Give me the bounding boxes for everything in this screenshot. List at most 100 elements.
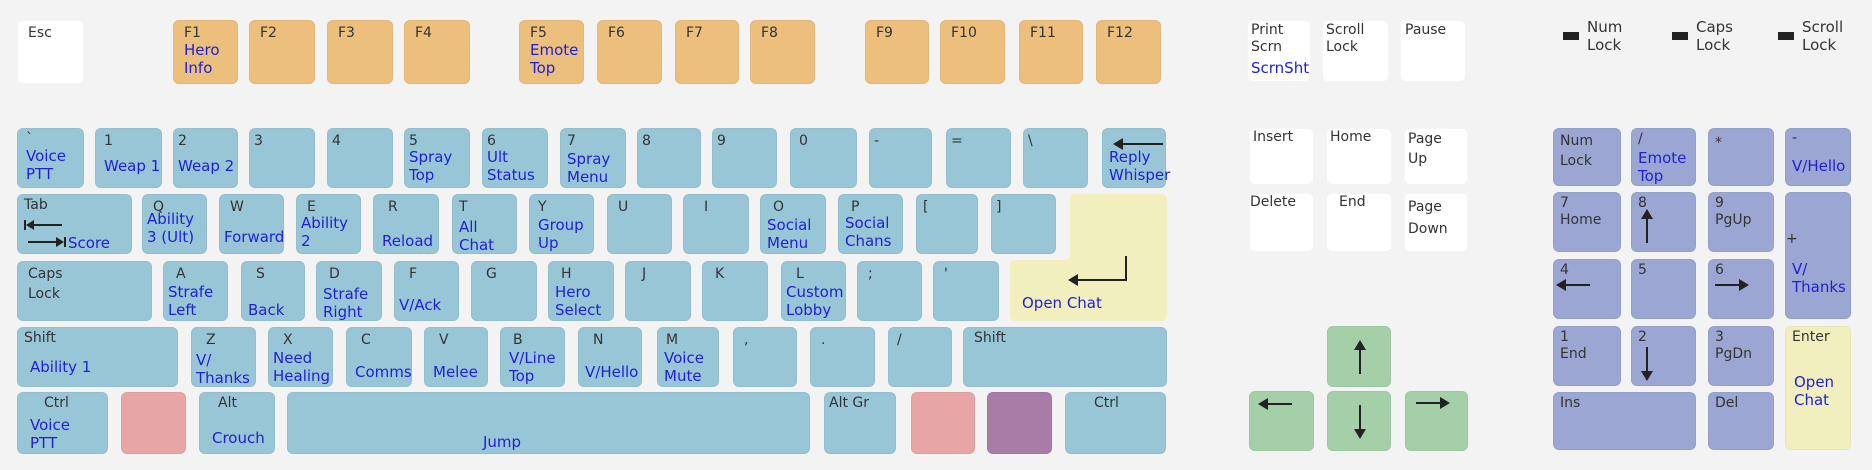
key-f12: F12 [1096,20,1161,84]
key-space: Jump [287,392,810,454]
key-arrow-up [1327,326,1391,387]
key-5: 5 Spray Top [404,128,470,188]
key-label: = [951,133,963,149]
key-h: H Hero Select [548,261,614,321]
key-insert: Insert [1249,128,1314,185]
key-slash: / [888,327,952,387]
key-y: Y Group Up [529,194,594,254]
key-label: 3 PgDn [1715,329,1752,362]
key-label: Num Lock [1560,133,1593,169]
key-label: Ctrl [44,395,69,411]
key-left-bracket: [ [916,194,978,254]
key-f7: F7 [675,20,739,84]
key-action: Emote Top [530,41,579,77]
key-label: 3 [254,133,263,149]
key-action: Emote Top [1638,149,1687,185]
key-action: Reply Whisper [1109,148,1171,184]
key-x: X Need Healing [268,327,333,387]
key-action: Ability 3 (Ult) [147,210,195,246]
key-label: - [1792,130,1798,146]
key-g: G [471,261,537,321]
key-f4: F4 [404,20,470,84]
key-numpad-6: 6 [1708,259,1774,319]
key-z: Z V/ Thanks [191,327,256,387]
key-1: 1 Weap 1 [95,128,162,188]
key-pause: Pause [1400,20,1466,82]
key-f11: F11 [1019,20,1083,84]
key-label: G [486,266,497,282]
key-label: Q [153,199,165,215]
key-label: Shift [24,330,56,346]
key-label: F8 [761,25,778,41]
key-label: F5 [530,25,547,41]
key-backspace: Reply Whisper [1102,128,1170,188]
key-action: Ability 1 [30,358,92,376]
key-numpad-7: 7 Home [1553,192,1621,252]
key-label: Alt Gr [829,395,870,411]
key-label: ' [944,266,948,282]
key-label: W [230,199,244,215]
key-label: D [329,266,340,282]
key-numpad-minus: - V/Hello [1785,128,1851,186]
key-semicolon: ; [857,261,922,321]
key-comma: , [733,327,797,387]
key-action: Weap 2 [178,157,235,175]
key-label: [ [923,199,929,215]
key-action: Spray Menu [567,150,611,186]
key-numpad-5: 5 [1631,259,1696,319]
key-caps-lock: Caps Lock [17,261,152,321]
key-label: Pause [1405,22,1447,38]
key-label: P [851,199,860,215]
arrow-left-icon [1556,279,1590,291]
key-action: ScrnSht [1251,59,1310,77]
key-quote: ' [933,261,999,321]
key-label: 5 [409,133,418,149]
key-action: Strafe Left [168,283,214,319]
arrow-up-icon [1641,209,1653,243]
key-label: 7 Home [1560,195,1602,228]
key-numpad-3: 3 PgDn [1708,326,1774,386]
key-action: Weap 1 [104,157,161,175]
key-n: N V/Hello [578,327,642,387]
key-label: M [666,332,679,348]
key-num-lock: Num Lock [1553,128,1621,186]
key-right-windows [911,392,975,454]
key-label: L [796,266,804,282]
key-q: Q Ability 3 (Ult) [142,194,207,254]
key-label: 7 [567,133,576,149]
key-alt-gr: Alt Gr [824,392,896,454]
key-action: All Chat [459,218,495,254]
key-action: Hero Info [184,41,220,77]
key-6: 6 Ult Status [482,128,548,188]
key-label: 4 [1560,262,1569,278]
key-right-bracket: ] [991,194,1056,254]
key-numpad-multiply: * [1708,128,1774,186]
key-action: V/Hello [1792,157,1846,175]
key-label: I [704,199,709,215]
key-label: B [513,332,523,348]
key-label: X [283,332,293,348]
key-menu [987,392,1052,454]
key-label: + [1786,231,1798,247]
key-9: 9 [712,128,777,188]
enter-arrow-icon [1068,256,1127,286]
arrow-right-icon [1715,279,1749,291]
key-label: 1 End [1560,329,1587,362]
key-w: W Forward [219,194,284,254]
key-label: End [1339,194,1366,210]
key-action: Melee [433,363,478,381]
key-label: F9 [876,25,893,41]
key-action: Voice PTT [30,416,70,452]
key-print-screen: Print Scrn ScrnSht [1247,20,1311,82]
num-lock-indicator [1563,32,1579,40]
key-label: J [642,266,647,282]
key-f: F V/Ack [394,261,459,321]
key-action: Group Up [538,216,584,252]
key-left-alt: Alt Crouch [199,392,275,454]
key-0: 0 [790,128,857,188]
key-label: Insert [1253,129,1294,145]
key-f8: F8 [750,20,815,84]
key-label: / [897,332,902,348]
key-label: Home [1330,129,1372,145]
key-label: F11 [1030,25,1056,41]
